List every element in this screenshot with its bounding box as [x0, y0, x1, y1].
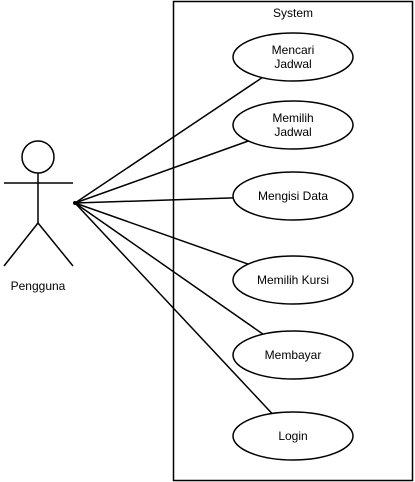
association-line	[74, 197, 234, 204]
actor-right-leg	[37, 222, 74, 267]
use-case-label: Memilih	[272, 111, 313, 125]
association-origin	[73, 201, 77, 205]
use-case-ellipse	[232, 100, 354, 150]
actor-pengguna[interactable]: Pengguna	[3, 140, 74, 293]
association-line	[74, 202, 273, 415]
use-case-ellipse	[232, 255, 354, 305]
use-case[interactable]: Mengisi Data	[232, 171, 354, 221]
use-case[interactable]: Login	[232, 411, 354, 461]
actor-head	[21, 140, 55, 174]
use-case-label: Memilih Kursi	[257, 273, 329, 287]
use-case[interactable]: Membayar	[232, 330, 354, 380]
use-case-label: Mencari	[272, 43, 315, 57]
system-label: System	[273, 6, 313, 20]
use-case[interactable]: Memilih Kursi	[232, 255, 354, 305]
associations	[74, 76, 273, 415]
actor-label: Pengguna	[11, 279, 66, 293]
use-case-label: Membayar	[265, 348, 322, 362]
use-case-ellipse	[232, 411, 354, 461]
use-case-label: Mengisi Data	[258, 189, 328, 203]
use-case-ellipse	[232, 330, 354, 380]
association-line	[74, 202, 249, 265]
use-case-ellipse	[232, 32, 354, 82]
association-line	[74, 140, 249, 204]
use-case-label: Jadwal	[274, 125, 311, 139]
use-case-ellipse	[232, 171, 354, 221]
use-case-label: Login	[278, 429, 307, 443]
association-line	[74, 76, 263, 204]
association-line	[74, 202, 264, 335]
use-case-label: Jadwal	[274, 57, 311, 71]
actor-left-leg	[3, 222, 39, 267]
